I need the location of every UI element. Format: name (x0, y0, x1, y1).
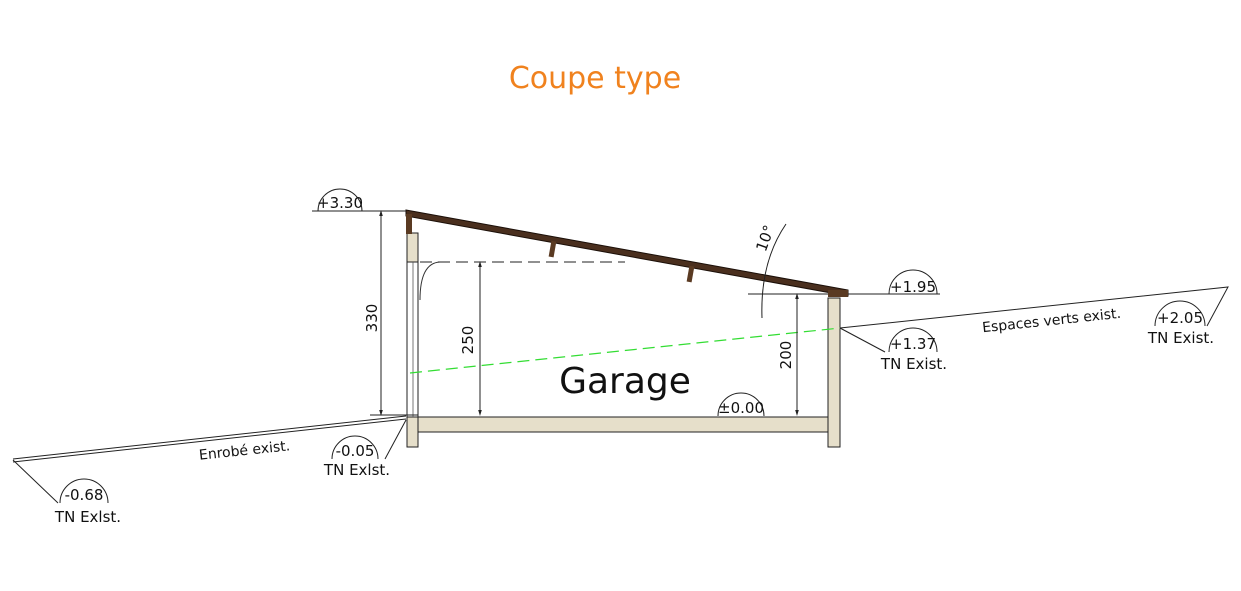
dim-label-330: 330 (363, 304, 381, 333)
level-value: +3.30 (317, 194, 363, 212)
level-marker-roof-high: +3.30 (317, 188, 363, 212)
level-value: +1.37 (890, 335, 936, 353)
left-wall-base (406, 416, 419, 448)
level-marker-tn-far-right: +2.05 TN Exist. (1147, 300, 1214, 347)
ground-label: TN Exist. (1147, 329, 1214, 347)
level-value: +2.05 (1157, 309, 1203, 327)
drawing-title: Coupe type (509, 61, 681, 96)
right-wall (827, 297, 841, 448)
left-surface-label: Enrobé exist. (198, 438, 291, 463)
leader-line (384, 419, 407, 460)
level-value: +1.95 (890, 278, 936, 296)
level-value: -0.68 (65, 486, 104, 504)
right-ground-line (839, 286, 1229, 329)
ground-label: TN Exlst. (323, 461, 390, 479)
floor-slab (411, 416, 829, 433)
angle-label: 10° (752, 223, 778, 254)
level-value: ±0.00 (718, 399, 764, 417)
roof-purlin (686, 265, 695, 283)
level-value: -0.05 (336, 442, 375, 460)
level-marker-tn-right-wall: +1.37 TN Exist. (880, 327, 947, 373)
leader-line (12, 459, 59, 504)
room-label: Garage (559, 361, 691, 402)
level-marker-tn-far-left: -0.68 TN Exlst. (54, 478, 121, 526)
level-marker-tn-left-wall: -0.05 TN Exlst. (323, 435, 390, 479)
door-swing (419, 261, 441, 301)
dim-label-250: 250 (459, 326, 477, 355)
level-marker-floor: ±0.00 (717, 392, 765, 417)
roof-beam-right (828, 290, 848, 297)
left-ground-line (12, 418, 407, 463)
dim-label-200: 200 (777, 341, 795, 370)
roof-beam-left (406, 214, 412, 234)
left-wall-lintel (406, 232, 419, 263)
level-marker-roof-low: +1.95 (848, 269, 940, 296)
ground-label: TN Exlst. (54, 508, 121, 526)
leader-line (839, 327, 886, 353)
roof-purlin (548, 240, 557, 258)
ground-label: TN Exist. (880, 355, 947, 373)
left-ground-line (12, 415, 407, 460)
roof (405, 209, 849, 297)
angle-arc (761, 223, 787, 319)
